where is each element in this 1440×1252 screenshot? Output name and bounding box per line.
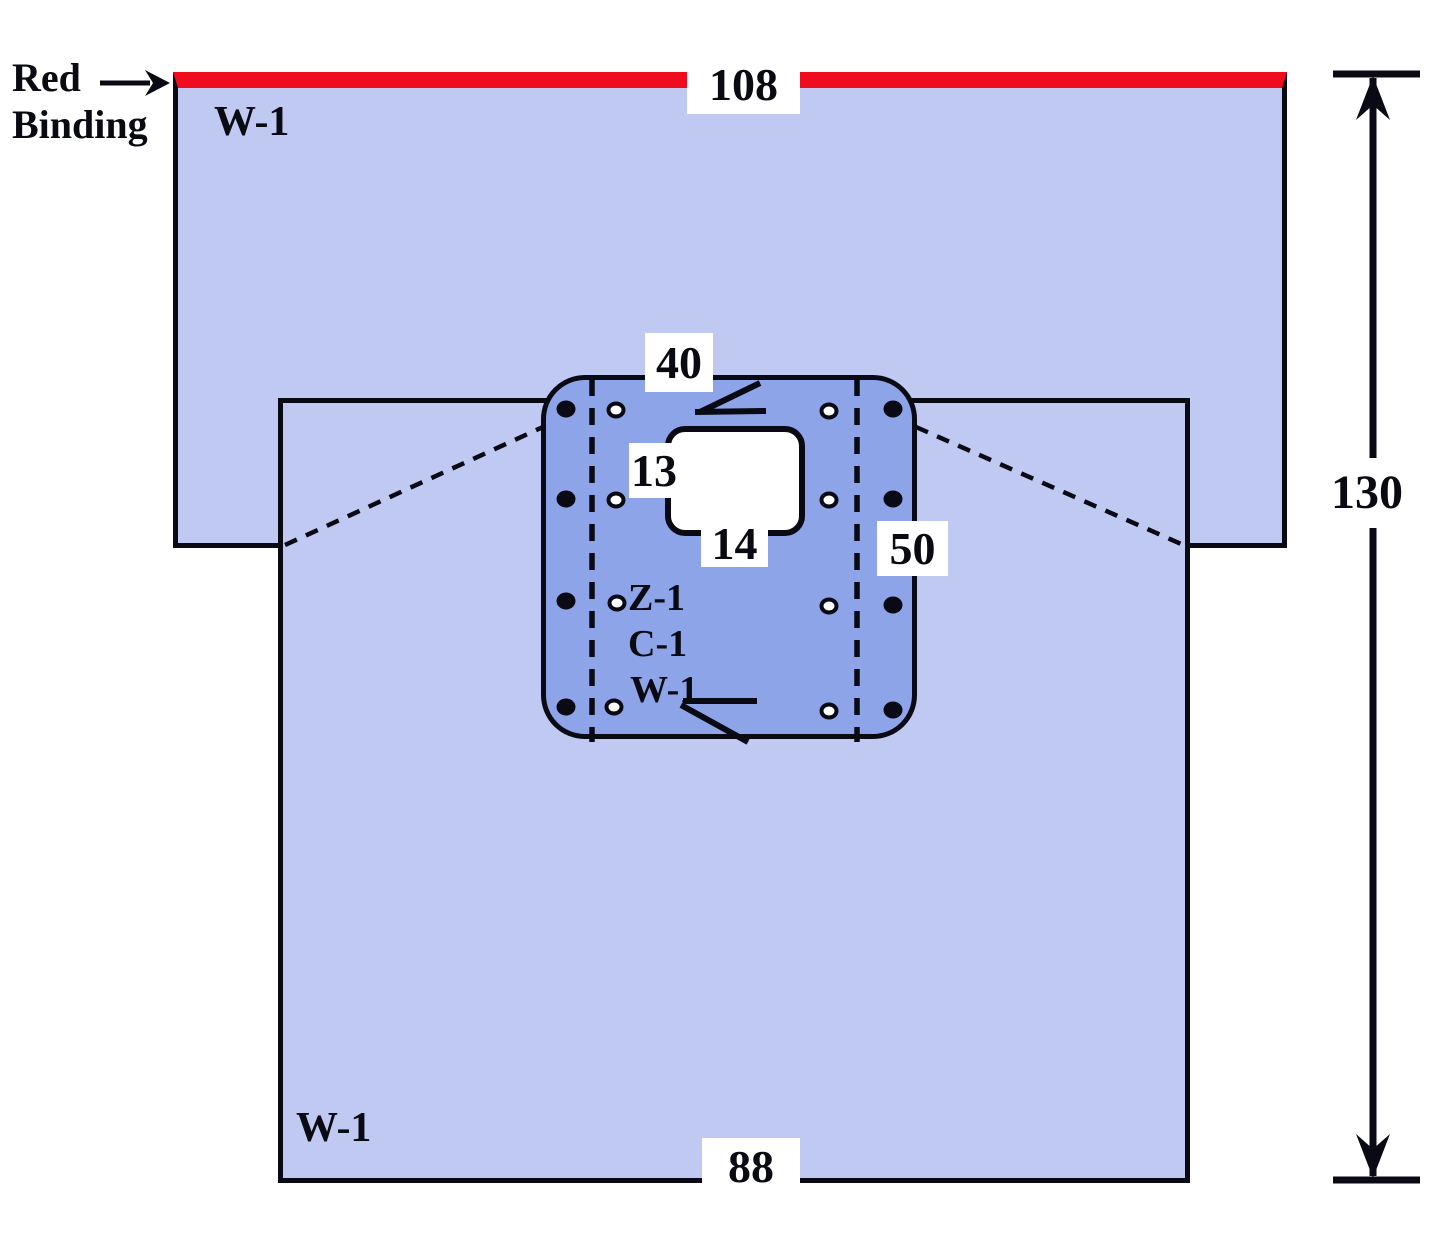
material-label-top-sheet: W-1 xyxy=(214,99,290,145)
dim-arrowhead-down-icon xyxy=(1356,1134,1390,1178)
dimension-bottom-width: 88 xyxy=(702,1138,800,1196)
dimension-panel-width: 40 xyxy=(645,333,713,392)
binding-arrow-icon xyxy=(145,70,170,96)
panel-layer-label-3: W-1 xyxy=(630,669,699,711)
dimension-top-width: 108 xyxy=(687,56,800,114)
panel-layer-label-2: C-1 xyxy=(628,623,688,665)
panel-layer-label-1: Z-1 xyxy=(628,577,685,619)
red-binding-label: Red Binding xyxy=(12,55,148,149)
dimension-fenestration-height: 13 xyxy=(629,443,679,498)
dim-arrowhead-up-icon xyxy=(1356,76,1390,120)
red-binding-label-line2: Binding xyxy=(12,101,148,147)
red-binding-label-line1: Red xyxy=(12,55,81,100)
dimension-overall-length: 130 xyxy=(1325,458,1409,528)
dimension-fenestration-width: 14 xyxy=(701,520,768,567)
material-label-bottom-sheet: W-1 xyxy=(296,1105,372,1151)
dimension-panel-length: 50 xyxy=(877,521,948,576)
